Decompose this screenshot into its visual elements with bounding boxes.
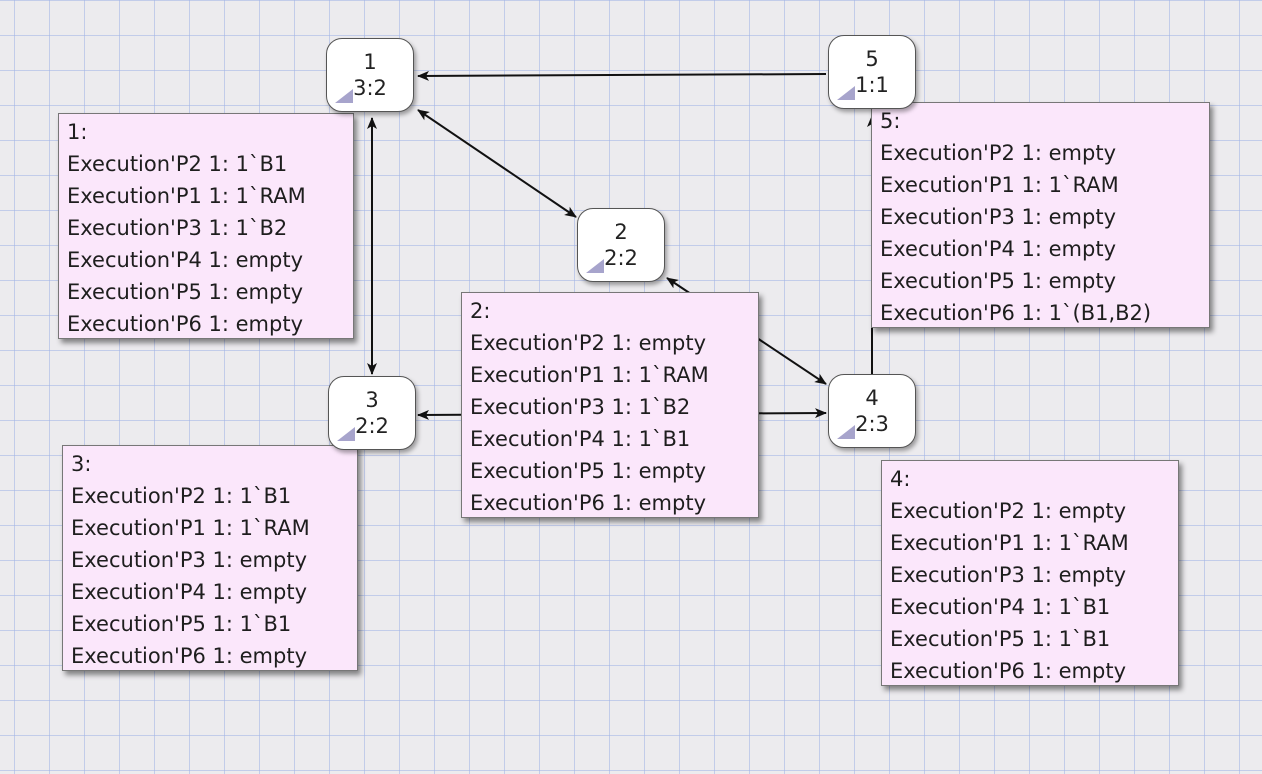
info-header: 1:	[67, 120, 88, 144]
info-line: Execution'P1 1: 1`RAM	[880, 173, 1119, 197]
info-line: Execution'P1 1: 1`RAM	[71, 516, 310, 540]
info-line: Execution'P4 1: empty	[67, 248, 304, 272]
info-line: Execution'P3 1: 1`B2	[67, 216, 288, 240]
info-box-3: 3: Execution'P2 1: 1`B1 Execution'P1 1: …	[62, 445, 358, 671]
node-corner-marker-icon	[335, 89, 353, 103]
state-node-3[interactable]: 3 2:2	[328, 376, 416, 450]
node-corner-marker-icon	[586, 259, 604, 273]
edge-5-1[interactable]	[417, 70, 827, 81]
info-line: Execution'P4 1: 1`B1	[890, 595, 1111, 619]
info-line: Execution'P6 1: empty	[71, 644, 308, 668]
state-node-5[interactable]: 5 1:1	[828, 35, 916, 109]
info-line: Execution'P2 1: empty	[470, 331, 707, 355]
node-label: 4	[865, 386, 879, 410]
node-counts: 2:2	[355, 414, 389, 438]
info-line: Execution'P3 1: empty	[890, 563, 1127, 587]
node-counts: 1:1	[855, 73, 889, 97]
state-node-2[interactable]: 2 2:2	[577, 208, 665, 282]
info-box-5: 5: Execution'P2 1: empty Execution'P1 1:…	[871, 102, 1210, 328]
info-line: Execution'P4 1: 1`B1	[470, 427, 691, 451]
info-header: 5:	[880, 109, 901, 133]
info-line: Execution'P6 1: empty	[470, 491, 707, 515]
info-line: Execution'P4 1: empty	[71, 580, 308, 604]
info-line: Execution'P6 1: empty	[67, 312, 304, 336]
info-line: Execution'P5 1: 1`B1	[890, 627, 1111, 651]
info-box-4: 4: Execution'P2 1: empty Execution'P1 1:…	[881, 460, 1179, 686]
info-line: Execution'P1 1: 1`RAM	[67, 184, 306, 208]
node-label: 5	[865, 47, 879, 71]
info-line: Execution'P1 1: 1`RAM	[890, 531, 1129, 555]
node-counts: 3:2	[353, 76, 387, 100]
node-corner-marker-icon	[837, 425, 855, 439]
info-line: Execution'P5 1: empty	[880, 269, 1117, 293]
info-line: Execution'P3 1: 1`B2	[470, 395, 691, 419]
info-line: Execution'P5 1: empty	[470, 459, 707, 483]
info-line: Execution'P2 1: empty	[890, 499, 1127, 523]
node-corner-marker-icon	[337, 427, 355, 441]
node-corner-marker-icon	[837, 86, 855, 100]
info-line: Execution'P3 1: empty	[71, 548, 308, 572]
info-box-2: 2: Execution'P2 1: empty Execution'P1 1:…	[461, 292, 759, 518]
info-box-1: 1: Execution'P2 1: 1`B1 Execution'P1 1: …	[58, 113, 354, 339]
info-line: Execution'P1 1: 1`RAM	[470, 363, 709, 387]
state-node-1[interactable]: 1 3:2	[326, 38, 414, 112]
info-line: Execution'P3 1: empty	[880, 205, 1117, 229]
node-counts: 2:3	[855, 412, 889, 436]
info-line: Execution'P6 1: empty	[890, 659, 1127, 683]
info-header: 2:	[470, 299, 491, 323]
info-header: 4:	[890, 467, 911, 491]
state-node-4[interactable]: 4 2:3	[828, 374, 916, 448]
edge-1-2[interactable]	[417, 109, 577, 218]
info-header: 3:	[71, 452, 92, 476]
node-label: 2	[614, 220, 628, 244]
info-line: Execution'P2 1: empty	[880, 141, 1117, 165]
node-label: 1	[363, 50, 377, 74]
info-line: Execution'P5 1: 1`B1	[71, 612, 292, 636]
info-line: Execution'P6 1: 1`(B1,B2)	[880, 301, 1152, 325]
node-label: 3	[365, 388, 379, 412]
info-line: Execution'P2 1: 1`B1	[67, 152, 288, 176]
node-counts: 2:2	[604, 246, 638, 270]
info-line: Execution'P5 1: empty	[67, 280, 304, 304]
info-line: Execution'P2 1: 1`B1	[71, 484, 292, 508]
info-line: Execution'P4 1: empty	[880, 237, 1117, 261]
